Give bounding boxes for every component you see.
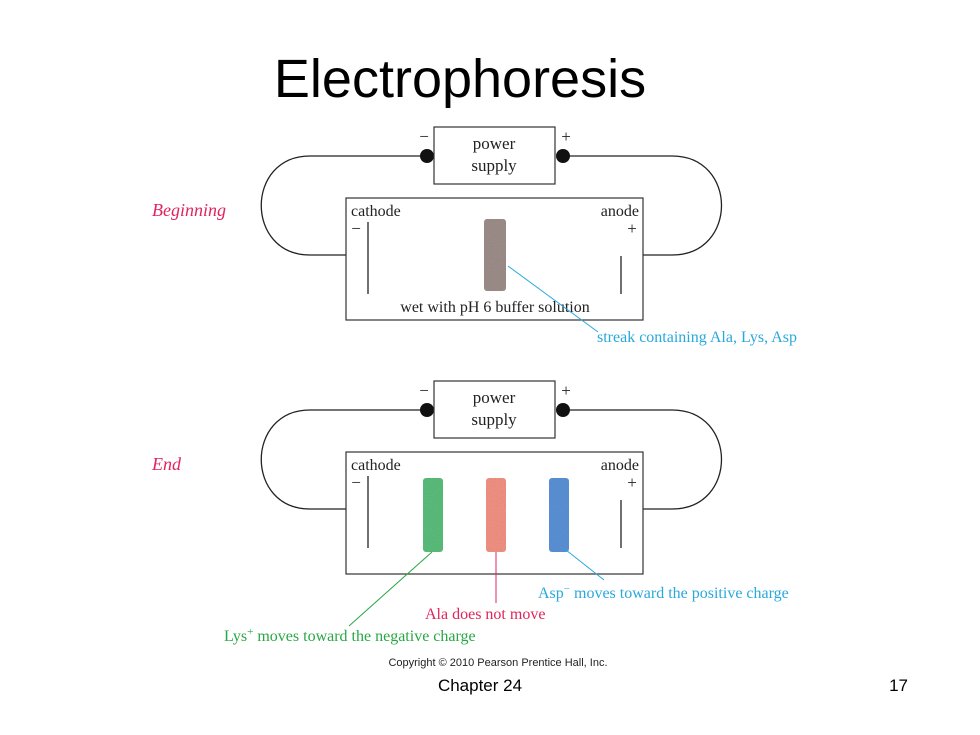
footer-page-number: 17 bbox=[889, 676, 908, 695]
end-power-supply bbox=[433, 380, 556, 439]
beginning-streak-callout-label: streak containing Ala, Lys, Asp bbox=[597, 329, 797, 346]
ala-streak bbox=[486, 478, 506, 552]
end-anode-label: anode bbox=[601, 457, 639, 474]
end-minus-sign: − bbox=[419, 381, 429, 400]
copyright-notice: Copyright © 2010 Pearson Prentice Hall, … bbox=[388, 657, 607, 669]
beginning-negative-terminal bbox=[420, 149, 434, 163]
ala-callout-label: Ala does not move bbox=[425, 606, 545, 623]
lys-callout-line bbox=[348, 551, 433, 627]
end-positive-terminal bbox=[556, 403, 570, 417]
beginning-positive-terminal bbox=[556, 149, 570, 163]
beginning-power-label-1: power bbox=[473, 134, 516, 153]
asp-callout-line bbox=[565, 549, 605, 581]
beginning-setup: power supply − + Beginning cathode anode… bbox=[152, 126, 797, 346]
beginning-streak-callout-line bbox=[507, 265, 599, 333]
beginning-buffer-label: wet with pH 6 buffer solution bbox=[400, 299, 589, 316]
asp-streak bbox=[549, 478, 569, 552]
beginning-anode-label: anode bbox=[601, 203, 639, 220]
beginning-minus-sign: − bbox=[419, 127, 429, 146]
beginning-wire-left bbox=[260, 155, 427, 256]
end-cathode-label: cathode bbox=[351, 457, 401, 474]
footer-chapter: Chapter 24 bbox=[437, 676, 523, 695]
end-negative-terminal bbox=[420, 403, 434, 417]
beginning-stage-label: Beginning bbox=[152, 200, 226, 220]
beginning-cathode-sign: − bbox=[351, 219, 361, 238]
beginning-plus-sign: + bbox=[561, 127, 571, 146]
end-wire-right bbox=[563, 409, 723, 510]
beginning-power-supply bbox=[433, 126, 556, 185]
beginning-anode-sign: + bbox=[627, 219, 637, 238]
end-plus-sign: + bbox=[561, 381, 571, 400]
beginning-power-label-2: supply bbox=[471, 156, 517, 175]
end-stage-label: End bbox=[151, 454, 182, 474]
lys-callout-label: Lys+ moves toward the negative charge bbox=[224, 626, 476, 645]
end-power-label-2: supply bbox=[471, 410, 517, 429]
end-wire-left bbox=[260, 409, 427, 510]
end-power-label-1: power bbox=[473, 388, 516, 407]
slide-title: Electrophoresis bbox=[273, 49, 647, 109]
end-cathode-sign: − bbox=[351, 473, 361, 492]
asp-callout-label: Asp− moves toward the positive charge bbox=[538, 583, 789, 602]
beginning-wire-right bbox=[563, 155, 723, 256]
end-setup: power supply − + End cathode anode − + A… bbox=[151, 380, 789, 645]
end-anode-sign: + bbox=[627, 473, 637, 492]
lys-streak bbox=[423, 478, 443, 552]
beginning-cathode-label: cathode bbox=[351, 203, 401, 220]
beginning-sample-streak bbox=[484, 219, 506, 291]
